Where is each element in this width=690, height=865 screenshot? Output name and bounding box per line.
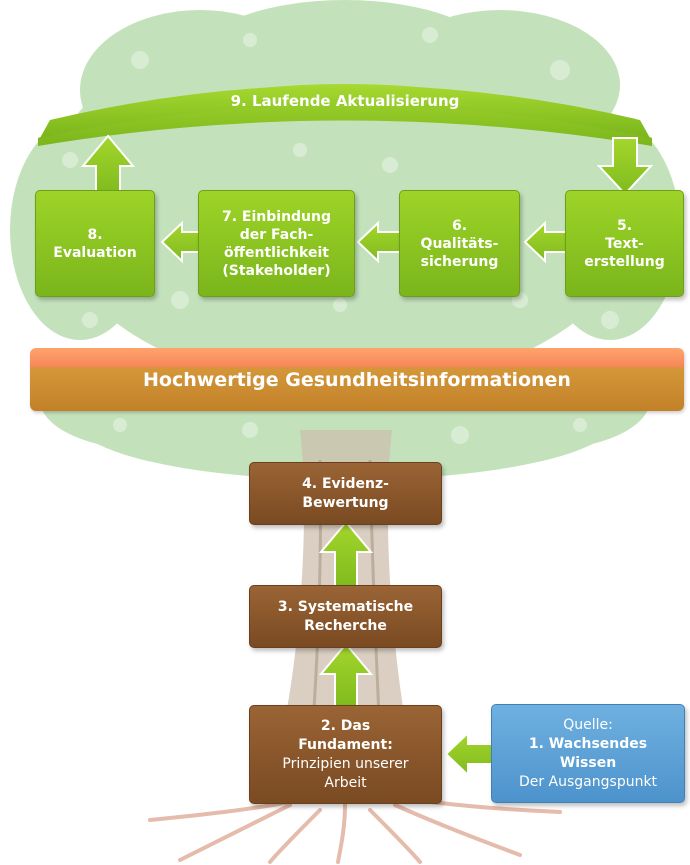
step-5-box: 5. Text- erstellung	[565, 190, 684, 297]
arrow-7-to-8	[160, 220, 201, 264]
step-5-line2: Text-	[605, 235, 644, 252]
step-2-box: 2. Das Fundament: Prinzipien unserer Arb…	[249, 705, 442, 804]
step-6-line2: Qualitäts-	[420, 235, 499, 252]
banner-top-stripe	[30, 348, 684, 367]
step-1-source-label: Quelle:	[563, 716, 613, 733]
arrow-6-to-7	[356, 220, 401, 264]
step-7-line4: (Stakeholder)	[222, 262, 331, 279]
step-1-line4: Der Ausgangspunkt	[518, 773, 658, 790]
step-7-line2: der Fach-	[239, 226, 314, 243]
update-arc-top	[40, 85, 650, 138]
arrow-5-to-6	[523, 220, 567, 264]
step-4-box: 4. Evidenz- Bewertung	[249, 462, 442, 525]
arrow-3-to-4	[318, 520, 374, 587]
step-1-line3: Wissen	[559, 754, 617, 771]
step-8-number: 8.	[87, 226, 103, 243]
tree-roots	[148, 796, 562, 864]
banner-main-band	[30, 367, 684, 411]
step-2-line2: Fundament:	[298, 736, 393, 753]
step-7-box: 7. Einbindung der Fach- öffentlichkeit (…	[198, 190, 355, 297]
step-3-line1: 3. Systematische	[277, 598, 414, 615]
arrow-up-to-arc	[80, 134, 136, 194]
step-4-line2: Bewertung	[302, 494, 389, 511]
step-7-line1: 7. Einbindung	[221, 208, 332, 225]
arrow-1-to-2	[444, 730, 493, 778]
step-5-line3: erstellung	[584, 253, 665, 270]
step-2-line4: Arbeit	[324, 774, 367, 791]
step-3-box: 3. Systematische Recherche	[249, 585, 442, 648]
step-1-box: Quelle: 1. Wachsendes Wissen Der Ausgang…	[491, 704, 685, 803]
step-8-title: Evaluation	[53, 244, 137, 261]
step-6-box: 6. Qualitäts- sicherung	[399, 190, 520, 297]
banner-label: Hochwertige Gesundheitsinformationen	[143, 369, 571, 391]
step-1-line2: 1. Wachsendes	[528, 735, 648, 752]
step-8-box: 8. Evaluation	[35, 190, 155, 297]
quality-banner: Hochwertige Gesundheitsinformationen	[30, 348, 684, 411]
step-5-number: 5.	[616, 217, 633, 234]
step-3-line2: Recherche	[304, 617, 387, 634]
step-2-line3: Prinzipien unserer	[282, 755, 409, 772]
arrow-down-from-arc	[596, 137, 654, 196]
arrow-2-to-3	[318, 642, 374, 707]
step-6-number: 6.	[451, 217, 468, 234]
step-7-line3: öffentlichkeit	[224, 244, 329, 261]
step-6-line3: sicherung	[420, 253, 499, 270]
step-4-line1: 4. Evidenz-	[302, 475, 389, 492]
step-9-label: 9. Laufende Aktualisierung	[230, 92, 460, 110]
step-2-line1: 2. Das	[320, 717, 371, 734]
